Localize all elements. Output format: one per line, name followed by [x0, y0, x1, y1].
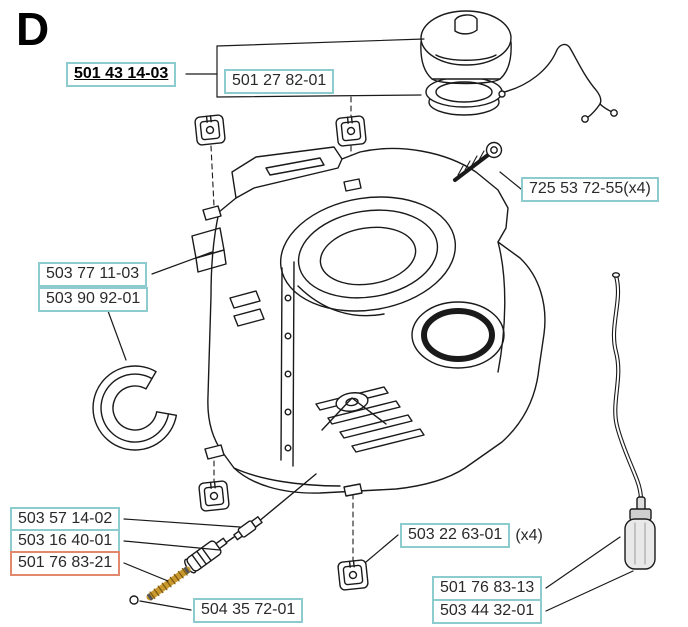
cap-retainer-cord-drawing: [498, 43, 618, 123]
fuel-hose-drawing: [611, 272, 644, 503]
part-number-link[interactable]: 725 53 72-55(x4): [521, 177, 659, 202]
part-label: 503 90 92-01: [38, 287, 149, 312]
check-ball-drawing: [129, 595, 139, 605]
nut-plate-drawing: [336, 558, 370, 592]
part-label: 503 22 63-01 (x4): [400, 523, 543, 548]
part-number-link[interactable]: 503 22 63-01: [400, 523, 511, 548]
part-number-link[interactable]: 503 90 92-01: [38, 287, 149, 312]
label-leader-lines: [107, 38, 634, 612]
part-label: 503 44 32-01: [432, 599, 543, 624]
fuel-fitting-drawing: [184, 537, 228, 574]
fuel-filter-drawing: [624, 496, 656, 570]
screw-drawing: [453, 141, 503, 182]
part-label: 504 35 72-01: [193, 598, 304, 623]
part-number-link[interactable]: 501 27 82-01: [224, 69, 335, 94]
part-number-link[interactable]: 501 76 83-13: [432, 576, 543, 601]
intake-clamp-drawing: [92, 365, 178, 451]
part-number-link[interactable]: 504 35 72-01: [193, 598, 304, 623]
spring-drawing: [146, 566, 191, 601]
part-label: 501 76 83-21: [10, 551, 121, 576]
nut-plate-drawing: [193, 113, 227, 147]
part-label: 503 77 11-03: [38, 262, 148, 287]
section-letter: D: [16, 3, 50, 55]
tank-crankcase-body-drawing: [191, 146, 546, 497]
part-label: 501 43 14-03: [66, 62, 177, 87]
part-number-link[interactable]: 503 77 11-03: [38, 262, 148, 287]
part-label: 501 76 83-13: [432, 576, 543, 601]
fitting-to-body-line: [257, 473, 317, 523]
part-number-link[interactable]: 501 43 14-03: [66, 62, 177, 87]
part-label: 501 27 82-01: [224, 69, 335, 94]
part-number-link[interactable]: 501 76 83-21: [10, 551, 121, 576]
nut-plate-drawing: [334, 114, 368, 148]
part-number-link[interactable]: 503 44 32-01: [432, 599, 543, 624]
fuel-line-connector-drawing: [233, 516, 263, 541]
part-qty: (x4): [515, 526, 543, 544]
nut-plate-drawing: [197, 479, 231, 513]
part-label: 725 53 72-55(x4): [521, 177, 659, 202]
fuel-cap-drawing: [420, 10, 512, 116]
